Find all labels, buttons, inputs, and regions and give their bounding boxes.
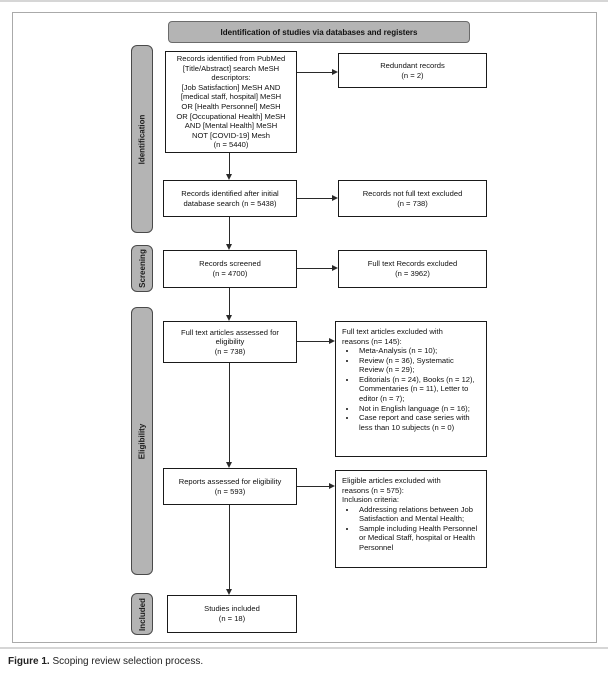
arrow-to-redundant [297,69,338,75]
eligible-excluded-title: Eligible articles excluded with reasons … [342,476,441,495]
arrow-to-full-text-reasons [297,338,335,344]
bullet-item: Addressing relations between Job Satisfa… [357,505,480,524]
diagram-header: Identification of studies via databases … [168,21,470,43]
bullet-item: Editorials (n = 24), Books (n = 12), Com… [357,375,480,404]
bullet-item: Review (n = 36), Systematic Review (n = … [357,356,480,375]
full-text-excluded-bullet-list: Meta-Analysis (n = 10);Review (n = 36), … [342,346,480,432]
arrow-reports-to-included [226,505,232,595]
figure-caption: Figure 1. Scoping review selection proce… [8,656,203,667]
eligible-excluded-subtitle: Inclusion criteria: [342,495,399,505]
full-text-excluded-title: Full text articles excluded with reasons… [342,327,443,346]
arrow-fulltext-to-reports [226,363,232,468]
stage-label-included: Included [137,597,147,631]
stage-bar-identification: Identification [131,45,153,233]
bullet-item: Sample including Health Personnel or Med… [357,524,480,553]
box-full-text-excluded-reasons: Full text articles excluded with reasons… [335,321,487,457]
top-divider [0,0,608,2]
bullet-item: Case report and case series with less th… [357,413,480,432]
box-after-initial-search: Records identified after initial databas… [163,180,297,217]
arrow-to-not-full-text [297,195,338,201]
box-eligible-excluded-reasons: Eligible articles excluded with reasons … [335,470,487,568]
box-not-full-text-excluded: Records not full text excluded (n = 738) [338,180,487,217]
figure-frame [12,12,597,643]
arrow-to-full-text-excluded [297,265,338,271]
stage-bar-screening: Screening [131,245,153,292]
box-records-identified: Records identified from PubMed [Title/Ab… [165,51,297,153]
box-reports-assessed: Reports assessed for eligibility (n = 59… [163,468,297,505]
figure-caption-label: Figure 1. [8,656,50,667]
box-studies-included: Studies included (n = 18) [167,595,297,633]
stage-label-eligibility: Eligibility [137,423,147,459]
arrow-identified-to-initial [226,153,232,180]
box-full-text-assessed: Full text articles assessed for eligibil… [163,321,297,363]
box-full-text-records-excluded: Full text Records excluded (n = 3962) [338,250,487,288]
bottom-divider [0,647,608,649]
arrow-screened-to-fulltext [226,288,232,321]
eligible-excluded-bullet-list: Addressing relations between Job Satisfa… [342,505,480,553]
arrow-initial-to-screened [226,217,232,250]
bullet-item: Meta-Analysis (n = 10); [357,346,480,356]
box-redundant-records: Redundant records (n = 2) [338,53,487,88]
box-records-screened: Records screened (n = 4700) [163,250,297,288]
stage-label-identification: Identification [137,114,147,164]
stage-bar-included: Included [131,593,153,635]
figure-caption-text: Scoping review selection process. [49,656,204,667]
arrow-to-eligible-excluded [297,483,335,489]
diagram-header-label: Identification of studies via databases … [220,27,418,37]
stage-label-screening: Screening [137,249,147,288]
stage-bar-eligibility: Eligibility [131,307,153,575]
bullet-item: Not in English language (n = 16); [357,404,480,414]
